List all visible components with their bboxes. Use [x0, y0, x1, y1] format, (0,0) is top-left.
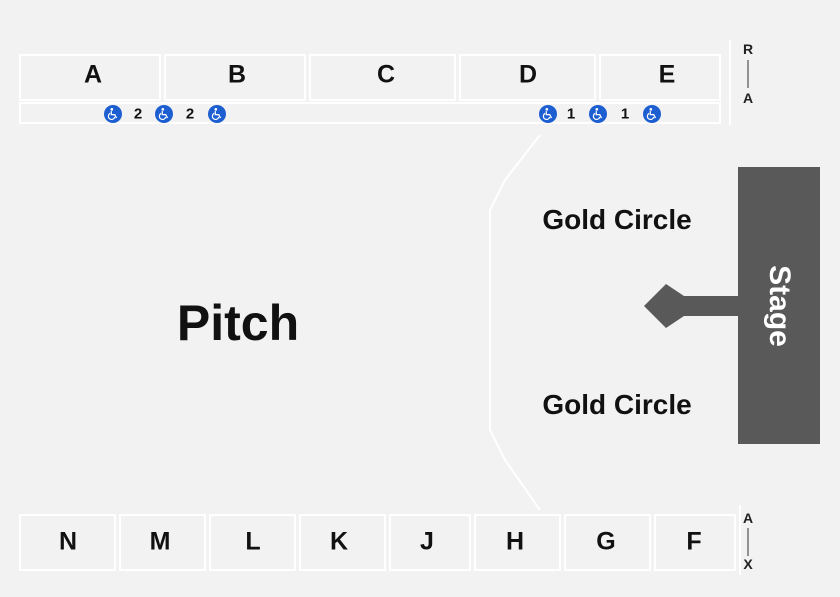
- section-outline-c: [309, 54, 456, 101]
- section-outline-d: [459, 54, 596, 101]
- accessible-count: 1: [620, 105, 630, 123]
- accessible-count: 2: [133, 105, 143, 123]
- stage-runway: [644, 284, 740, 328]
- wheelchair-icon[interactable]: [208, 105, 226, 123]
- section-c[interactable]: C: [376, 60, 396, 89]
- section-outline-m: [119, 514, 206, 571]
- section-g[interactable]: G: [596, 527, 616, 556]
- wheelchair-icon[interactable]: [643, 105, 661, 123]
- pitch-label[interactable]: Pitch: [176, 295, 300, 351]
- section-outline-h: [474, 514, 561, 571]
- section-j[interactable]: J: [420, 527, 434, 556]
- accessible-row-outline: [19, 102, 721, 124]
- section-a[interactable]: A: [83, 60, 103, 89]
- section-b[interactable]: B: [227, 60, 247, 89]
- stage[interactable]: Stage: [738, 167, 820, 444]
- section-outline-j: [389, 514, 471, 571]
- section-e[interactable]: E: [658, 60, 676, 89]
- section-h[interactable]: H: [505, 527, 525, 556]
- section-outline-g: [564, 514, 651, 571]
- section-outline-e: [599, 54, 721, 101]
- section-m[interactable]: M: [149, 527, 171, 556]
- wheelchair-icon[interactable]: [539, 105, 557, 123]
- section-f[interactable]: F: [686, 527, 702, 556]
- side-label-a-bottom: A: [742, 510, 754, 526]
- section-outline-n: [19, 514, 116, 571]
- section-outline-a: [19, 54, 161, 101]
- section-n[interactable]: N: [58, 527, 78, 556]
- section-k[interactable]: K: [329, 527, 349, 556]
- side-label-r: R: [742, 41, 754, 57]
- section-outline-f: [654, 514, 736, 571]
- wheelchair-icon[interactable]: [155, 105, 173, 123]
- wheelchair-icon[interactable]: [104, 105, 122, 123]
- side-label-a-top: A: [742, 90, 754, 106]
- section-outline-l: [209, 514, 296, 571]
- section-d[interactable]: D: [518, 60, 538, 89]
- side-label-x: X: [743, 556, 753, 572]
- accessible-count: 2: [185, 105, 195, 123]
- gold-circle-boundary: [489, 134, 541, 511]
- section-l[interactable]: L: [245, 527, 261, 556]
- gold-circle-top[interactable]: Gold Circle: [542, 204, 692, 235]
- section-outline-k: [299, 514, 386, 571]
- wheelchair-icon[interactable]: [589, 105, 607, 123]
- gold-circle-bottom[interactable]: Gold Circle: [542, 389, 692, 420]
- section-outline-b: [164, 54, 306, 101]
- stage-label: Stage: [763, 264, 796, 347]
- accessible-count: 1: [566, 105, 576, 123]
